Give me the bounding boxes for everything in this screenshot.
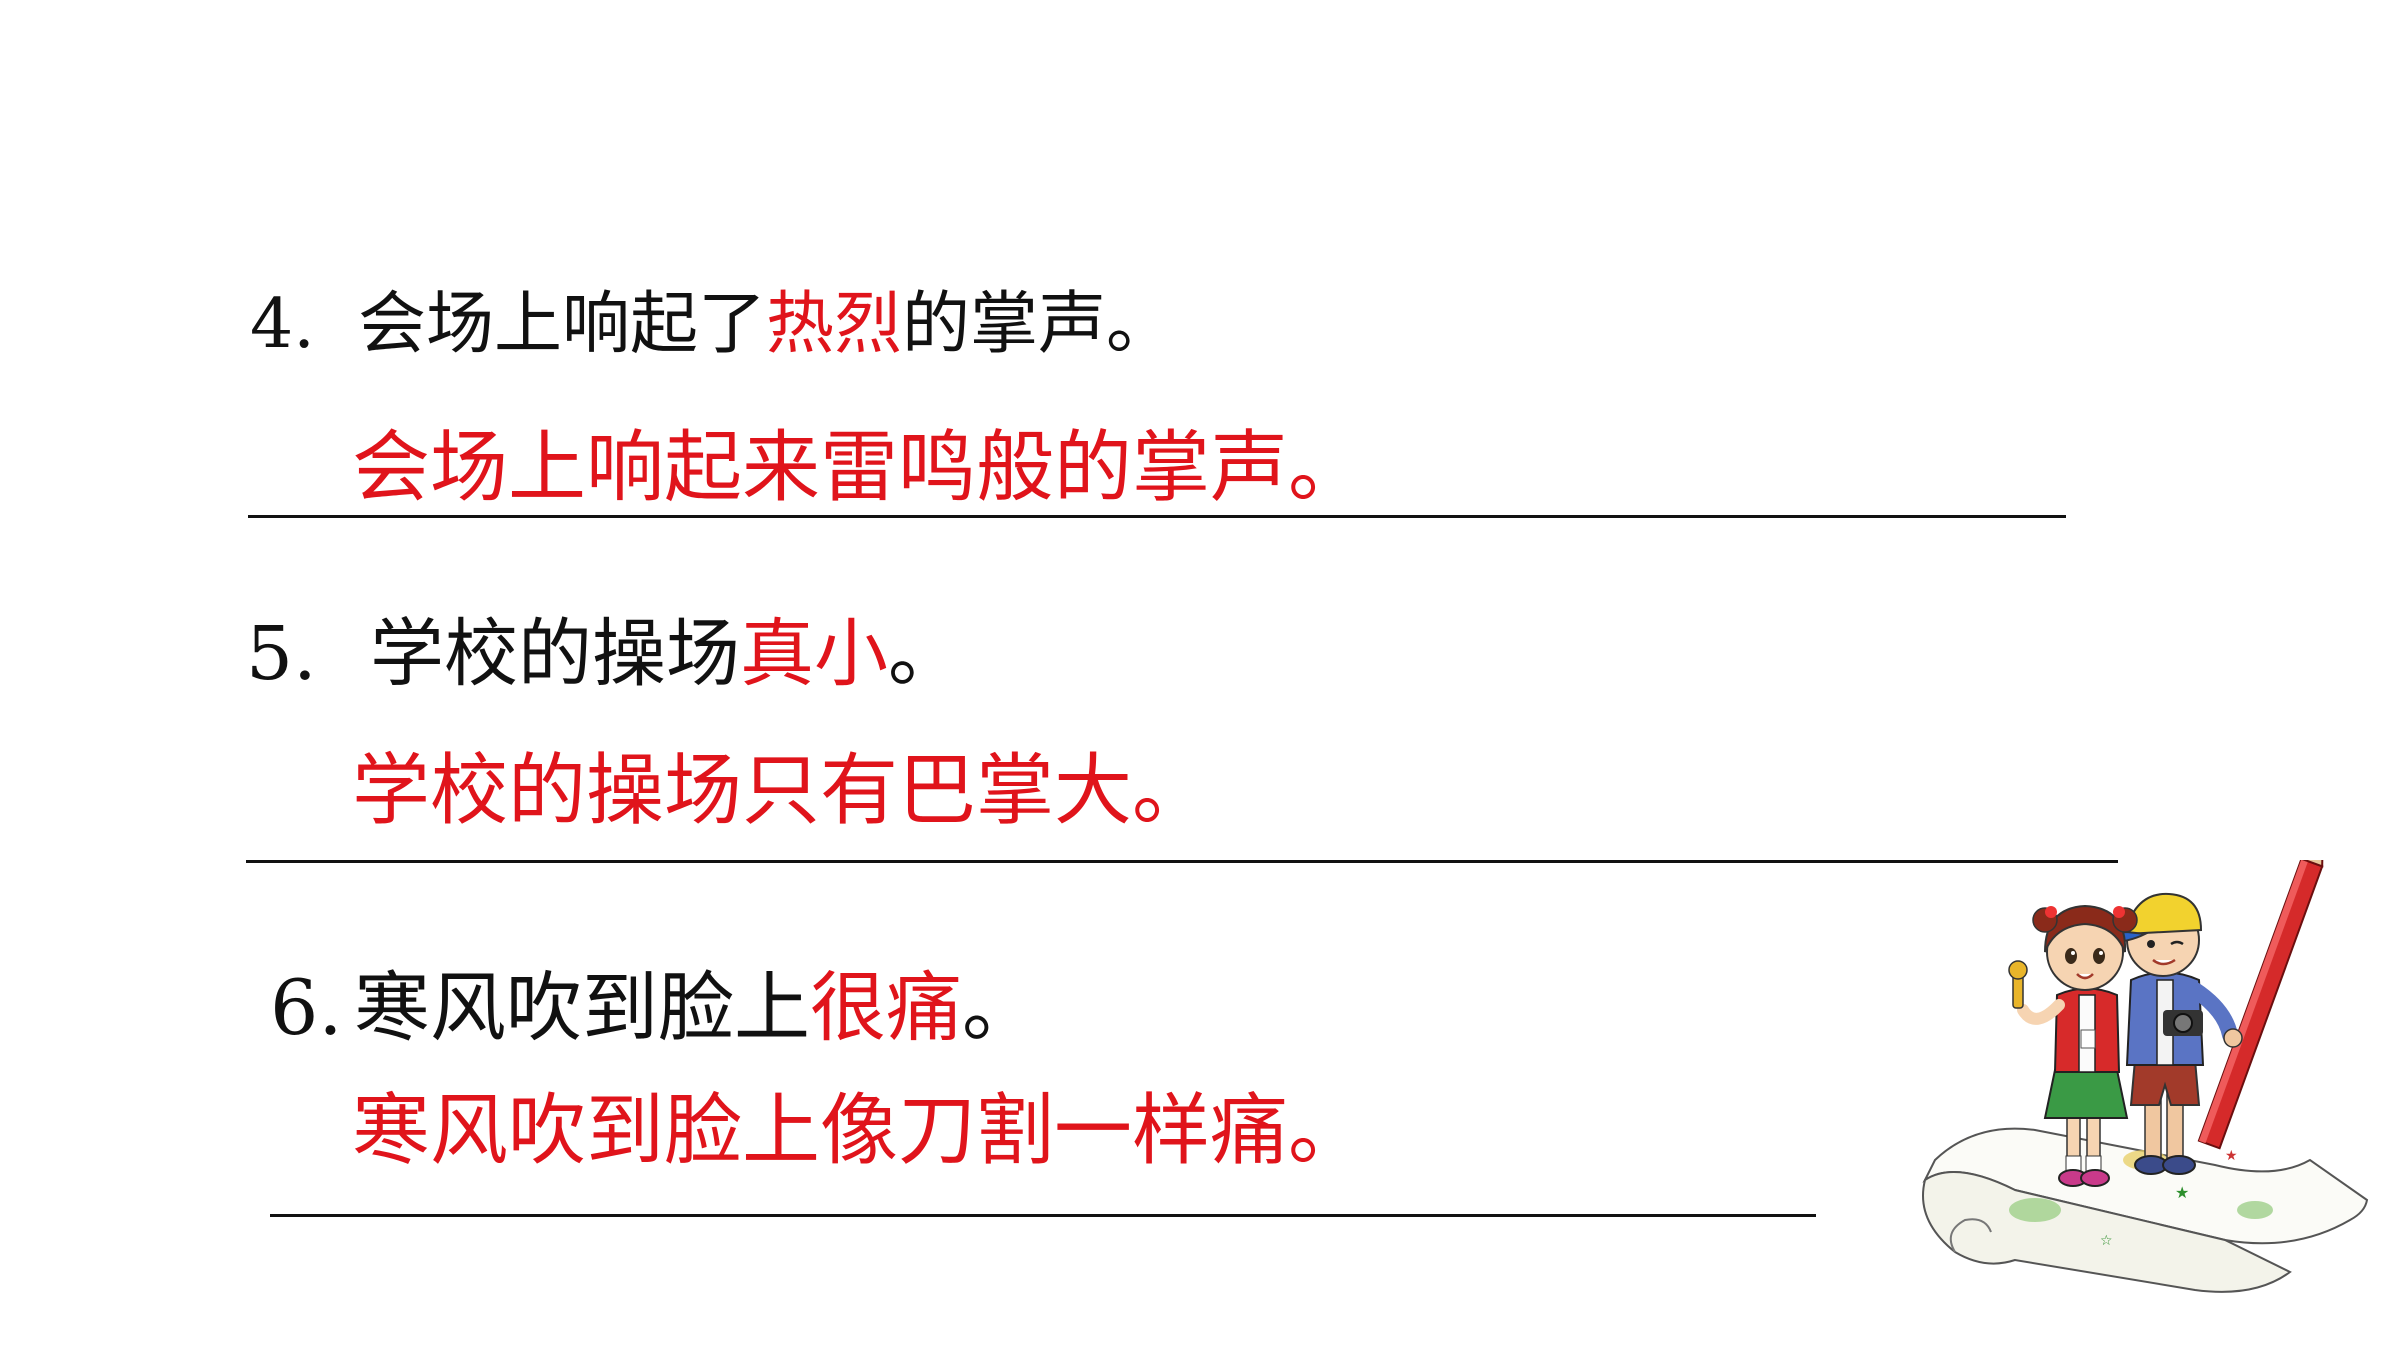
question-4: 4. 会场上响起了热烈的掌声。	[250, 268, 1174, 367]
question-5-highlight: 真小	[740, 611, 888, 697]
question-6-number: 6.	[270, 963, 343, 1052]
svg-text:☆: ☆	[2100, 1233, 2113, 1249]
two-kids-with-pencil-and-map-icon: ★ ☆ ★	[1922, 860, 2369, 1293]
answer-6-underline	[270, 1214, 1816, 1217]
question-6-suffix: 。	[962, 963, 1038, 1052]
question-4-highlight: 热烈	[766, 285, 903, 364]
question-5: 5. 学校的操场真小。	[246, 594, 962, 701]
question-6: 6.寒风吹到脸上很痛。	[270, 946, 1038, 1056]
answer-5: 学校的操场只有巴掌大。	[352, 746, 1211, 836]
answer-4-underline	[248, 515, 2066, 518]
question-4-suffix: 的掌声。	[902, 285, 1175, 364]
question-5-prefix: 学校的操场	[370, 611, 740, 697]
answer-6: 寒风吹到脸上像刀割一样痛。	[352, 1086, 1367, 1176]
question-6-highlight: 很痛	[810, 963, 962, 1052]
answer-5-underline	[246, 860, 2118, 863]
question-4-number: 4.	[250, 285, 315, 364]
question-6-prefix: 寒风吹到脸上	[354, 963, 810, 1052]
svg-text:★: ★	[2175, 1183, 2189, 1202]
question-5-number: 5.	[246, 611, 317, 697]
svg-text:★: ★	[2225, 1148, 2238, 1164]
answer-4: 会场上响起来雷鸣般的掌声。	[352, 423, 1367, 513]
question-5-suffix: 。	[888, 611, 962, 697]
question-4-prefix: 会场上响起了	[358, 285, 767, 364]
